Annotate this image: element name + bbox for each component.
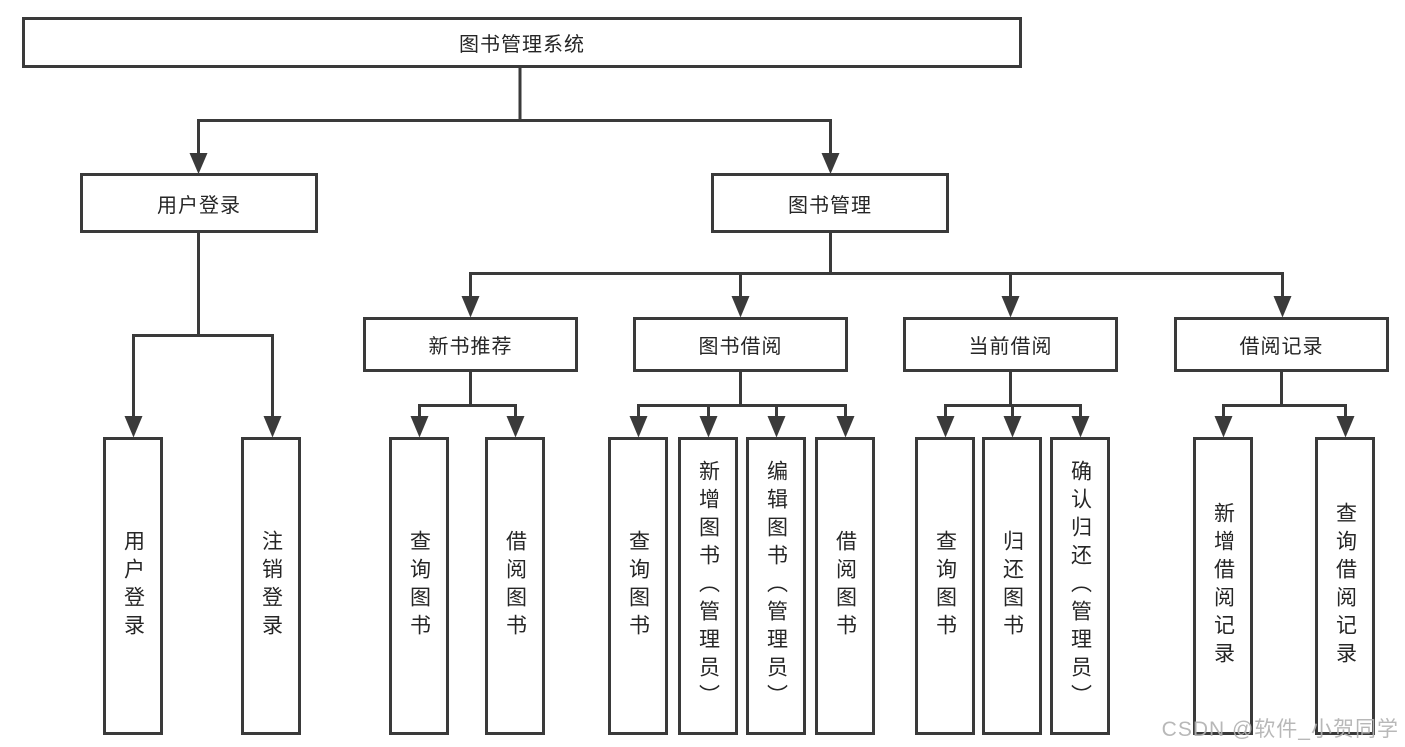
leaf-borrow-books-recommend: 借阅图书 xyxy=(485,437,545,735)
arrow-down-icon xyxy=(1003,416,1022,438)
leaf-add-borrow-record: 新增借阅记录 xyxy=(1193,437,1253,735)
arrow-down-icon xyxy=(1001,296,1020,318)
leaf-return-books: 归还图书 xyxy=(982,437,1042,735)
arrow-down-icon xyxy=(699,416,718,438)
arrow-down-icon xyxy=(767,416,786,438)
arrow-down-icon xyxy=(189,153,208,174)
arrow-down-icon xyxy=(629,416,648,438)
node-label: 当前借阅 xyxy=(968,336,1053,358)
leaf-borrow-books: 借阅图书 xyxy=(815,437,875,735)
arrow-down-icon xyxy=(506,416,525,438)
node-borrowing-records: 借阅记录 xyxy=(1174,317,1389,372)
leaf-label: 用户登录 xyxy=(121,530,145,642)
leaf-query-books-current: 查询图书 xyxy=(915,437,975,735)
node-new-book-recommendation: 新书推荐 xyxy=(363,317,578,372)
leaf-label: 新增图书（管理员） xyxy=(696,460,720,712)
node-user-login: 用户登录 xyxy=(80,173,318,233)
leaf-query-books-borrow: 查询图书 xyxy=(608,437,668,735)
connector-lines xyxy=(132,68,1347,417)
arrow-down-icon xyxy=(936,416,955,438)
leaf-edit-books-admin: 编辑图书（管理员） xyxy=(746,437,806,735)
arrow-down-icon xyxy=(1214,416,1233,438)
leaf-label: 新增借阅记录 xyxy=(1211,502,1235,670)
arrowhead-icons xyxy=(124,153,1355,438)
node-book-management: 图书管理 xyxy=(711,173,949,233)
leaf-label: 查询图书 xyxy=(626,530,650,642)
node-label: 图书借阅 xyxy=(698,336,783,358)
arrow-down-icon xyxy=(1336,416,1355,438)
node-label: 用户登录 xyxy=(157,194,241,217)
arrow-down-icon xyxy=(1071,416,1090,438)
node-current-borrowing: 当前借阅 xyxy=(903,317,1118,372)
leaf-label: 确认归还（管理员） xyxy=(1068,460,1092,712)
arrow-down-icon xyxy=(410,416,429,438)
leaf-label: 注销登录 xyxy=(259,530,283,642)
leaf-label: 编辑图书（管理员） xyxy=(764,460,788,712)
leaf-label: 借阅图书 xyxy=(833,530,857,642)
node-label: 新书推荐 xyxy=(428,336,513,358)
leaf-logout: 注销登录 xyxy=(241,437,301,735)
leaf-query-books-recommend: 查询图书 xyxy=(389,437,449,735)
leaf-label: 查询借阅记录 xyxy=(1333,502,1357,670)
leaf-add-books-admin: 新增图书（管理员） xyxy=(678,437,738,735)
leaf-label: 借阅图书 xyxy=(503,530,527,642)
arrow-down-icon xyxy=(461,296,480,318)
leaf-query-borrow-record: 查询借阅记录 xyxy=(1315,437,1375,735)
leaf-confirm-return-admin: 确认归还（管理员） xyxy=(1050,437,1110,735)
leaf-label: 查询图书 xyxy=(933,530,957,642)
arrow-down-icon xyxy=(263,416,282,438)
leaf-user-login: 用户登录 xyxy=(103,437,163,735)
node-book-borrowing: 图书借阅 xyxy=(633,317,848,372)
node-library-system: 图书管理系统 xyxy=(22,17,1022,68)
arrow-down-icon xyxy=(1273,296,1292,318)
arrow-down-icon xyxy=(821,153,840,174)
node-label: 图书管理系统 xyxy=(459,34,585,56)
leaf-label: 查询图书 xyxy=(407,530,431,642)
leaf-label: 归还图书 xyxy=(1000,530,1024,642)
node-label: 借阅记录 xyxy=(1239,336,1324,358)
arrow-down-icon xyxy=(836,416,855,438)
node-label: 图书管理 xyxy=(788,194,872,217)
arrow-down-icon xyxy=(731,296,750,318)
arrow-down-icon xyxy=(124,416,143,438)
